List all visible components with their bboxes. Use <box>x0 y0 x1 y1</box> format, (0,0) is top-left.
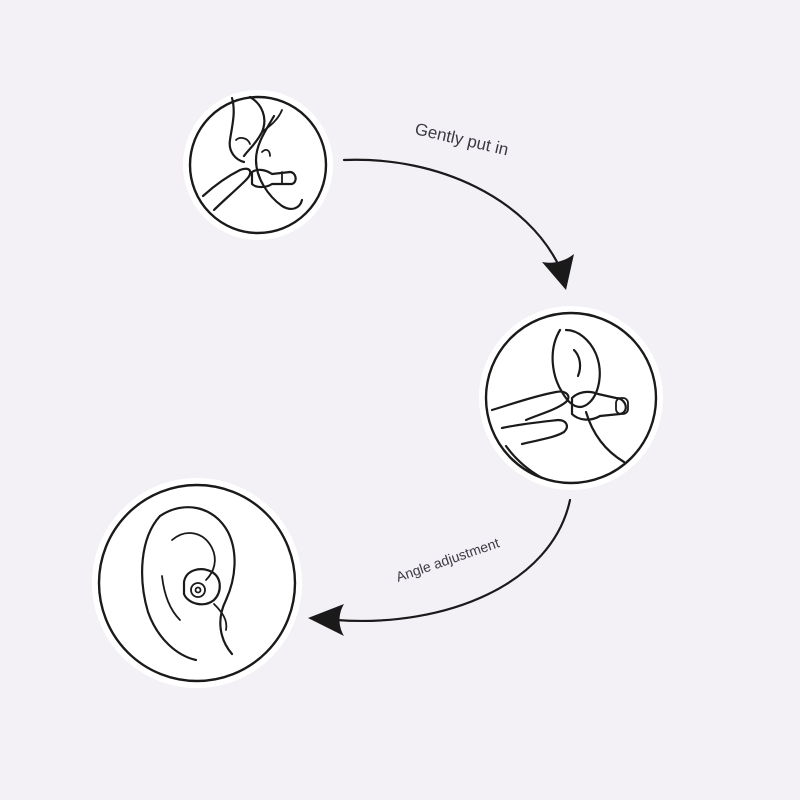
hand-icon <box>490 390 570 480</box>
earplug-icon <box>250 168 297 189</box>
ear-icon <box>551 328 626 464</box>
earplug-icon <box>570 390 629 421</box>
step-1-circle <box>188 95 328 235</box>
step-1-label: Gently put in <box>413 119 510 159</box>
step-2-label: Angle adjustment <box>394 534 502 584</box>
hand-icon <box>201 95 283 212</box>
arrowhead-icon <box>308 604 344 636</box>
arrow-step-1-to-2 <box>342 158 574 290</box>
earplug-icon <box>182 568 221 606</box>
step-1-illustration <box>183 90 333 240</box>
arrow-step-2-to-3 <box>308 498 572 636</box>
step-2-illustration <box>479 306 663 490</box>
arrowhead-icon <box>542 254 574 290</box>
step-3-illustration <box>92 478 302 688</box>
